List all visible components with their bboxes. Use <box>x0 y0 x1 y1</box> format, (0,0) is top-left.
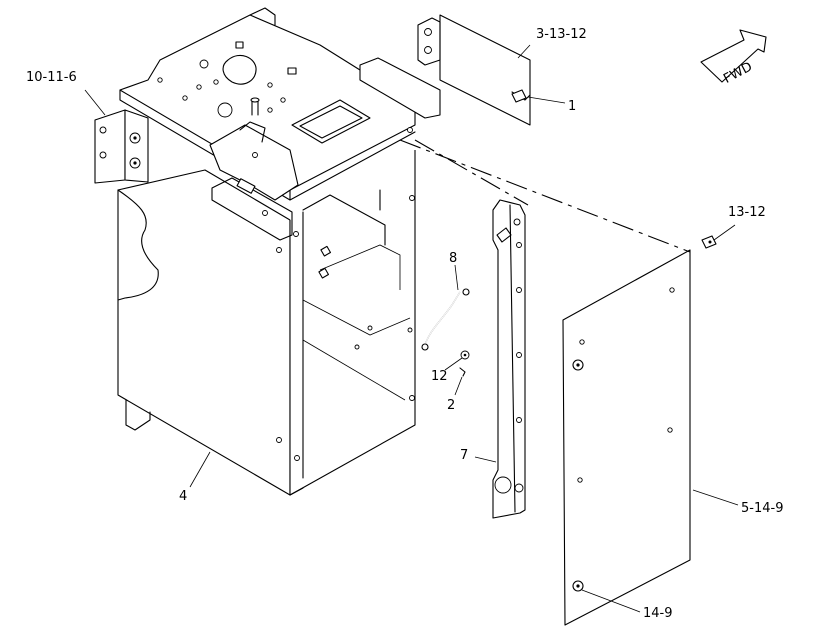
callout-3-13-12: 3-13-12 <box>536 27 587 42</box>
callout-4: 4 <box>179 489 187 504</box>
vertical-mounting-strip <box>492 199 526 519</box>
callout-13-12: 13-12 <box>728 205 766 220</box>
callout-5-14-9: 5-14-9 <box>741 501 783 516</box>
top-mounting-plate <box>119 7 416 201</box>
bolt-13-12 <box>701 235 717 249</box>
washer-and-clip <box>459 350 470 377</box>
left-side-bracket <box>94 109 149 184</box>
forward-direction-arrow: FWD <box>700 29 767 87</box>
enclosure-body <box>117 150 416 496</box>
side-panel <box>562 249 691 626</box>
callout-14-9: 14-9 <box>643 606 673 621</box>
callout-7: 7 <box>460 448 468 463</box>
callout-8: 8 <box>449 251 457 266</box>
callout-10-11-6: 10-11-6 <box>26 70 77 85</box>
callout-labels: 10-11-6 3-13-12 1 13-12 8 12 2 7 4 5-14-… <box>26 27 783 621</box>
leader-lines <box>84 44 739 613</box>
bolt-part-1 <box>511 89 527 103</box>
pipe-part-8 <box>421 288 470 351</box>
assembly-centerlines <box>399 139 691 253</box>
under-bracket <box>209 121 299 241</box>
callout-1: 1 <box>568 99 576 114</box>
callout-12: 12 <box>431 369 448 384</box>
callout-2: 2 <box>447 398 455 413</box>
